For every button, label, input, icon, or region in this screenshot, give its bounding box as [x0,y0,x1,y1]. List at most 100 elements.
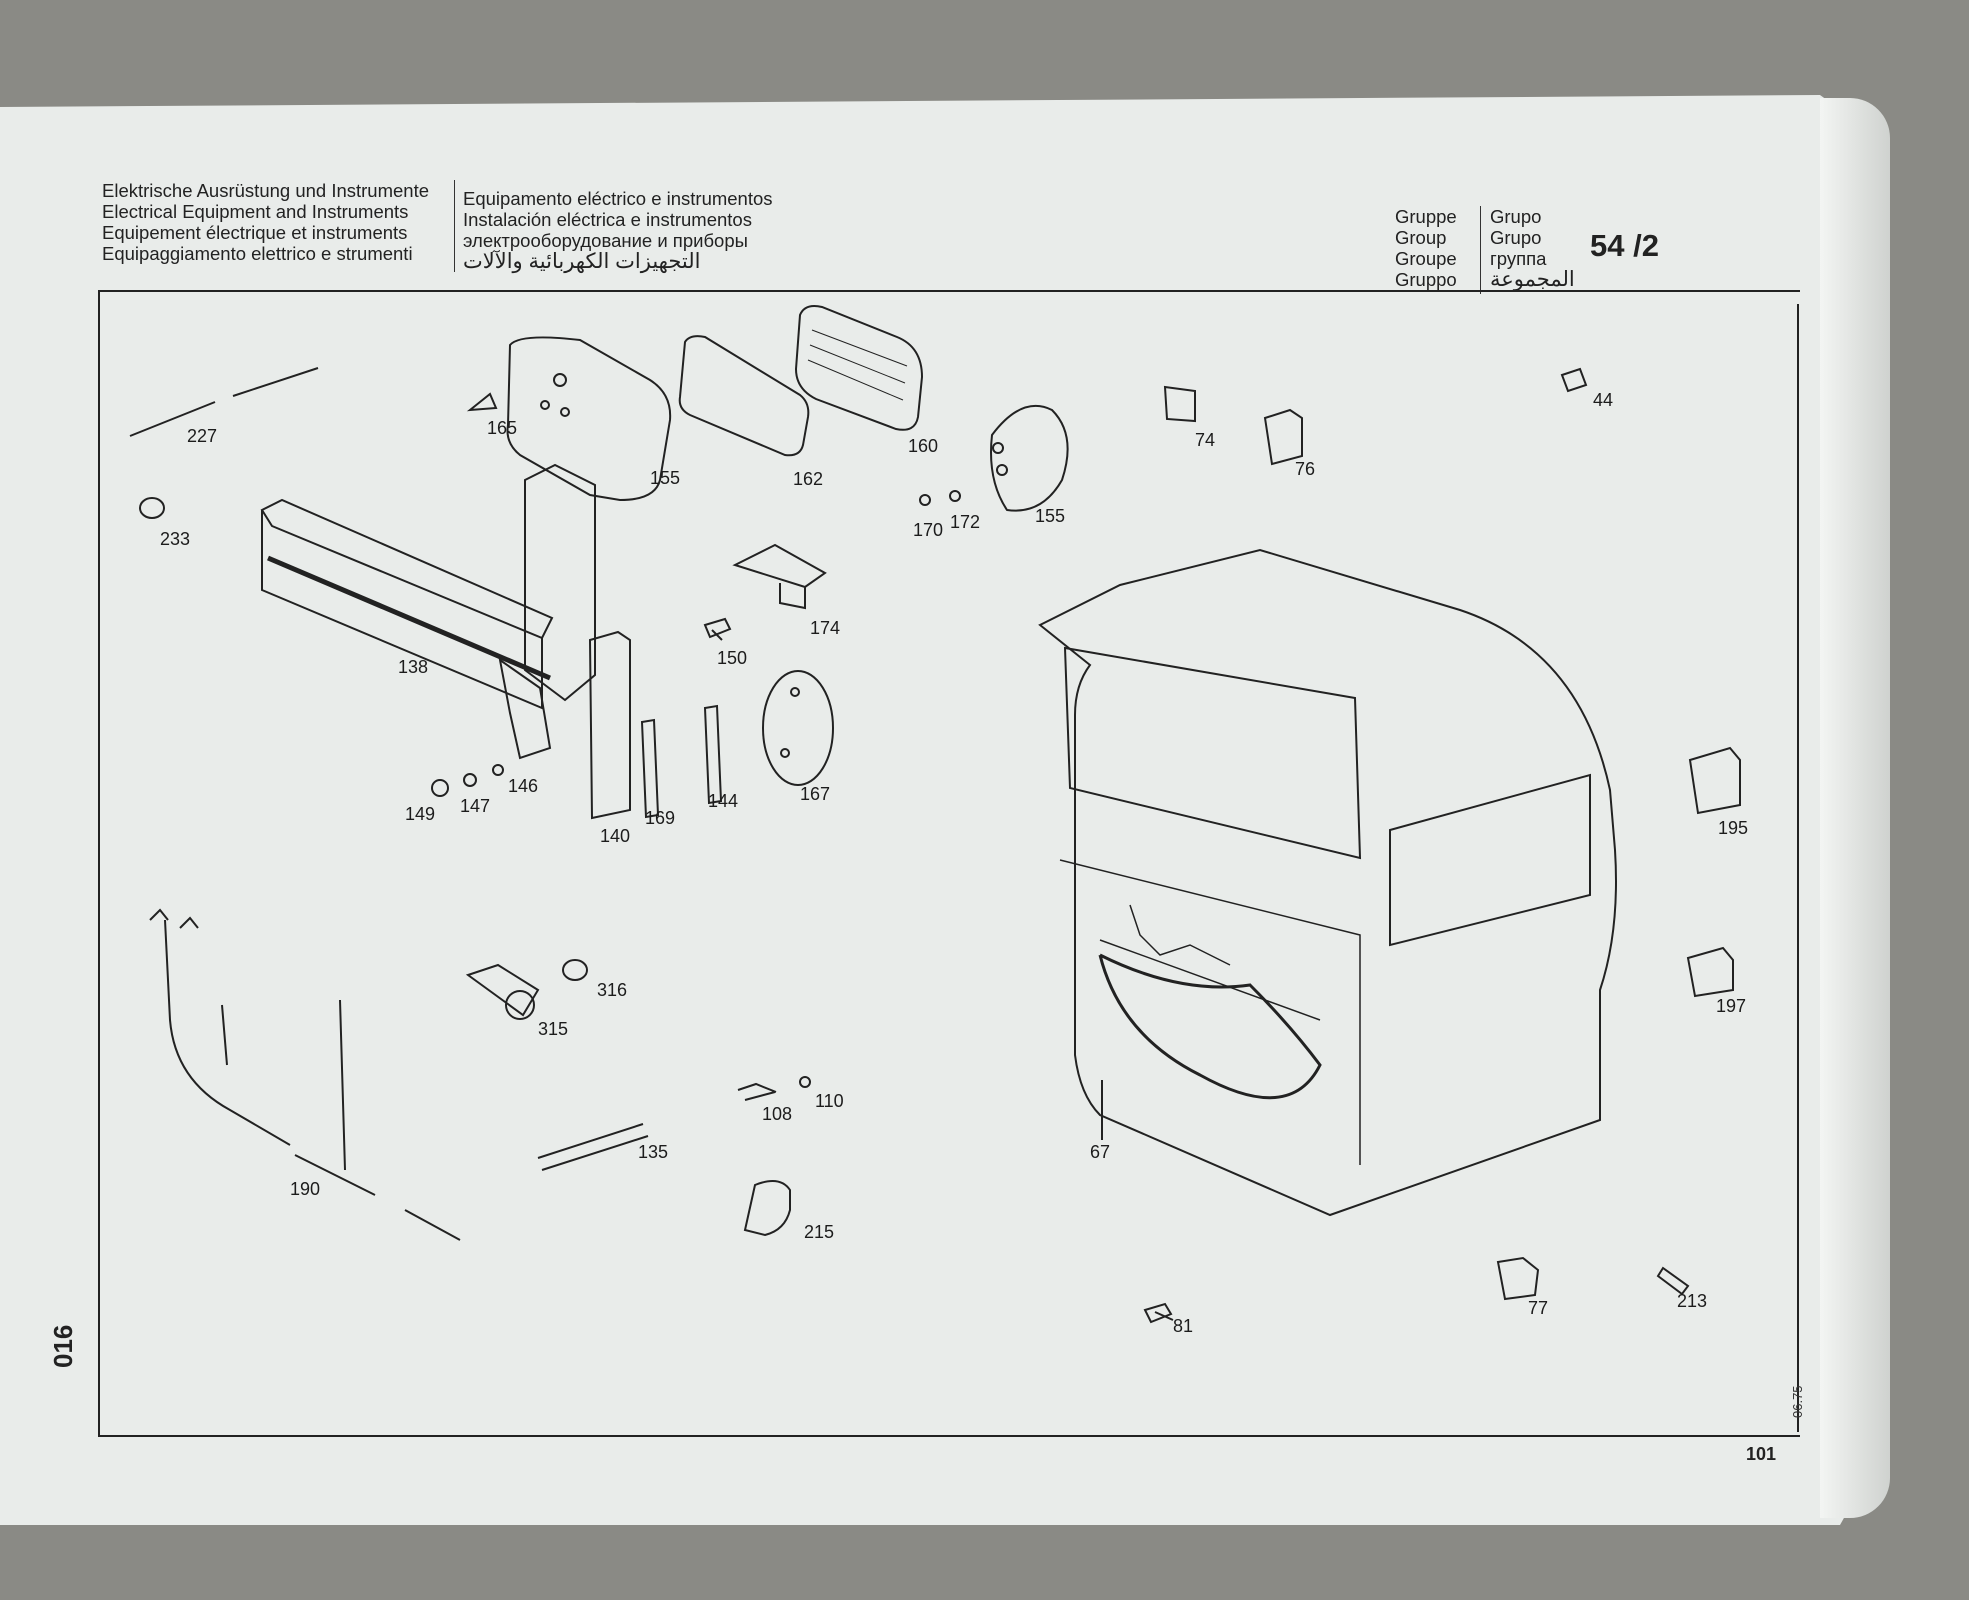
part-label: 110 [815,1091,844,1111]
part-label: 108 [762,1104,792,1124]
group-label: Groupe [1395,248,1457,269]
header-line: Elektrische Ausrüstung und Instrumente [102,180,430,201]
connector-part-77 [1496,1256,1540,1301]
grommet-part-233 [139,497,165,519]
bracket-part-174 [732,543,827,610]
part-label: 227 [187,426,217,446]
part-label: 160 [908,436,938,456]
part-label: 169 [645,808,675,828]
header-line: Electrical Equipment and Instruments [102,201,409,222]
part-label: 81 [1173,1316,1193,1336]
nut-part-170 [919,494,931,506]
part-label: 315 [538,1019,568,1039]
part-label: 74 [1195,430,1215,450]
part-label: 144 [708,791,738,811]
part-label: 155 [650,468,680,488]
screw-part-108 [737,1082,777,1101]
header-line: электрооборудование и приборы [463,230,748,251]
header-line: Equipaggiamento elettrico e strumenti [102,243,413,264]
switch-part-74 [1163,385,1196,423]
part-label: 77 [1528,1298,1548,1318]
part-label: 76 [1295,459,1315,479]
bolt-part-81 [1143,1302,1174,1324]
truck-cab [1038,548,1617,1217]
part-label: 233 [160,529,190,549]
group-label: Gruppo [1395,269,1457,290]
group-label: Group [1395,227,1447,248]
elbow-part-215 [743,1180,791,1237]
part-label: 67 [1090,1142,1110,1162]
diagram-frame [98,290,1800,1437]
group-labels: Gruppe Group Groupe Gruppo [1395,206,1457,290]
part-label: 167 [800,784,830,804]
crossmember-part-138 [260,463,596,760]
washer-part-172 [949,490,961,502]
header-line-arabic: التجهيزات الكهربائية والآلات [463,250,701,273]
page-number: 101 [1746,1444,1777,1464]
nut-part-149 [431,779,449,797]
part-label: 147 [460,796,490,816]
lamp-lens-part-160 [794,305,924,431]
seal-part-162 [678,335,810,457]
part-label: 213 [1677,1291,1707,1311]
part-label: 190 [290,1179,320,1199]
pin-part-213 [1656,1266,1690,1296]
header-line: Instalación eléctrica e instrumentos [463,209,752,230]
strip-part-144 [703,704,723,805]
part-label: 150 [717,648,747,668]
rod-part-227 [129,367,319,437]
header-divider [454,180,455,272]
part-label: 155 [1035,506,1065,526]
part-label: 195 [1718,818,1748,838]
plate-part-140 [588,630,631,820]
cap-part-165 [466,392,498,412]
part-label: 149 [405,804,435,824]
part-label: 215 [804,1222,834,1242]
strip-part-169 [640,718,660,819]
part-label: 174 [810,618,840,638]
tube-part-135 [537,1123,649,1171]
diagram-frame-right [1797,304,1799,1432]
header-line: Equipamento eléctrico e instrumentos [463,188,773,209]
part-label: 172 [950,512,980,532]
connector-part-195 [1688,746,1741,815]
header-line: Equipement électrique et instruments [102,222,408,243]
screw-part-150 [703,617,732,641]
part-label: 44 [1593,390,1613,410]
part-label: 140 [600,826,630,846]
part-label: 197 [1716,996,1746,1016]
part-label: 162 [793,469,823,489]
group-label: Grupo [1490,206,1542,227]
group-divider [1480,206,1481,294]
page-edge [1820,98,1890,1518]
washer-part-146 [492,764,504,776]
part-label: 165 [487,418,517,438]
header-title-left: Elektrische Ausrüstung und Instrumente E… [102,180,429,264]
connector-part-44 [1560,367,1588,393]
part-label: 138 [398,657,428,677]
part-label: 146 [508,776,538,796]
oval-lamp-part-167 [762,670,834,786]
washer-part-110 [799,1076,811,1088]
date-code: 06.75 [1790,1385,1805,1418]
lamp-housing-part-155 [506,336,672,502]
part-label: 135 [638,1142,668,1162]
group-labels-alt: Grupo Grupo группа المجموعة [1490,206,1575,290]
side-code: 016 [48,1324,78,1368]
header-title-right: Equipamento eléctrico e instrumentos Ins… [463,188,773,272]
round-lamp-part-155 [990,405,1069,512]
group-number: 54 /2 [1590,228,1659,263]
block-part-76 [1263,408,1303,466]
harness-part-190 [149,908,461,1241]
bulb-part-316 [562,959,588,981]
group-label: Gruppe [1395,206,1457,227]
group-label: Grupo [1490,227,1542,248]
group-label: группа [1490,248,1547,269]
catalog-page [0,95,1880,1525]
part-label: 316 [597,980,627,1000]
part-label: 170 [913,520,943,540]
washer-part-147 [463,773,477,787]
connector-part-197 [1686,946,1734,998]
socket-part-315 [465,963,540,1020]
